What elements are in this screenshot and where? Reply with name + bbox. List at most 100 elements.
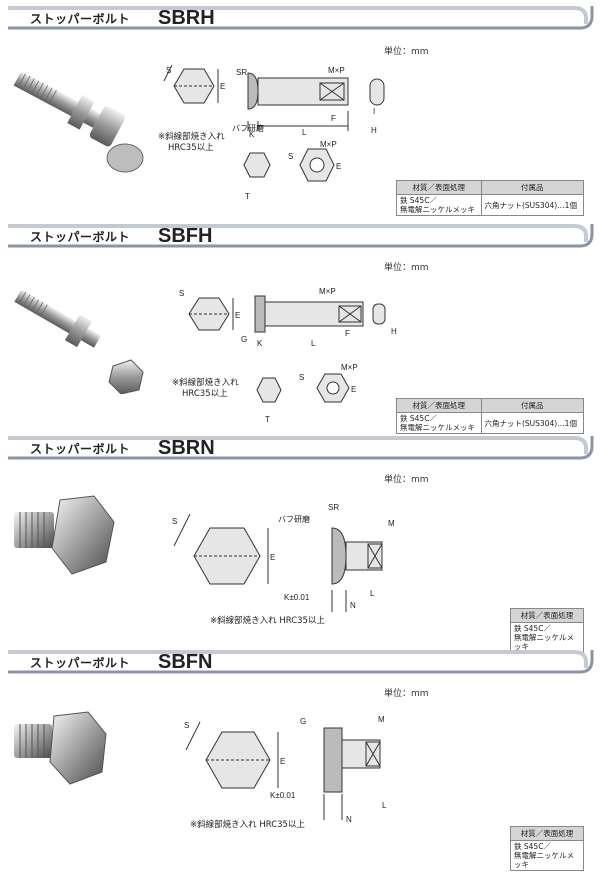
svg-text:S: S (166, 66, 171, 75)
hardening-note: ※斜線部焼き入れ HRC35以上 (172, 378, 239, 400)
svg-text:K: K (257, 339, 263, 348)
material-line-1: 鉄 S45C／ (514, 624, 551, 633)
header-title-jp: ストッパーボルト (30, 12, 131, 26)
svg-text:M: M (378, 715, 385, 724)
svg-text:SR: SR (328, 503, 339, 512)
header-title-jp: ストッパーボルト (30, 230, 131, 244)
header-code: SBRN (158, 437, 215, 459)
unit-label: 単位：mm (384, 47, 429, 57)
section-header: ストッパーボルト SBRH (8, 6, 594, 30)
svg-text:E: E (270, 553, 275, 562)
note-line-2: HRC35以上 (182, 389, 228, 399)
unit-label: 単位：mm (384, 689, 429, 699)
svg-text:E: E (280, 757, 285, 766)
section-sbfn: ストッパーボルト SBFN 単位：mm S E G M K±0.01 L N (0, 650, 600, 871)
table-cell-material: 鉄 S45C／ 無電解ニッケルメッキ (396, 412, 482, 434)
section-sbrn: ストッパーボルト SBRN 単位：mm S E バフ研磨 SR M K±0.01 (0, 436, 600, 653)
table-header-accessory: 付属品 (480, 180, 584, 195)
svg-text:S: S (288, 152, 293, 161)
header-code: SBRH (158, 7, 215, 29)
bolt-photo (14, 495, 115, 575)
svg-text:M×P: M×P (328, 66, 345, 75)
table-cell-material: 鉄 S45C／ 無電解ニッケルメッキ (510, 840, 584, 871)
svg-text:M×P: M×P (341, 363, 358, 372)
material-line-1: 鉄 S45C／ (514, 842, 551, 851)
technical-drawing: S E M×P G K L F H T S E M×P (179, 287, 397, 424)
svg-text:S: S (179, 289, 184, 298)
svg-text:L: L (370, 589, 375, 598)
bolt-photo (14, 289, 144, 394)
material-line-1: 鉄 S45C／ (400, 414, 437, 423)
table-cell-material: 鉄 S45C／ 無電解ニッケルメッキ (510, 622, 584, 653)
svg-text:K±0.01: K±0.01 (284, 593, 310, 602)
section-sbrh: ストッパーボルト SBRH 単位：mm S E (0, 6, 600, 216)
svg-text:M×P: M×P (320, 140, 337, 149)
svg-text:T: T (245, 192, 250, 201)
svg-text:S: S (299, 373, 304, 382)
svg-text:H: H (391, 327, 397, 336)
technical-drawing: S E バフ研磨 SR M K±0.01 L N (172, 503, 395, 612)
table-header-accessory: 付属品 (480, 398, 584, 413)
material-line-1: 鉄 S45C／ (400, 196, 437, 205)
svg-text:G: G (241, 335, 247, 344)
header-frame (8, 6, 594, 30)
svg-text:G: G (300, 717, 306, 726)
section-header: ストッパーボルト SBFH (8, 224, 594, 248)
svg-text:バフ研磨: バフ研磨 (232, 123, 264, 133)
svg-text:バフ研磨: バフ研磨 (278, 514, 310, 524)
technical-drawing: S E G M K±0.01 L N (184, 715, 387, 824)
spec-table: 材質／表面処理 鉄 S45C／ 無電解ニッケルメッキ (510, 608, 584, 653)
header-title-jp: ストッパーボルト (30, 656, 131, 670)
spec-table: 材質／表面処理 鉄 S45C／ 無電解ニッケルメッキ (510, 826, 584, 871)
section-sbfh: ストッパーボルト SBFH 単位：mm S E M×P G K (0, 224, 600, 434)
svg-text:K: K (249, 130, 255, 139)
technical-drawing: S E K L F SR M×P I H バフ研磨 T S E M×P (163, 64, 385, 201)
material-line-2: 無電解ニッケルメッキ (514, 633, 574, 651)
material-line-2: 無電解ニッケルメッキ (400, 205, 475, 214)
material-line-2: 無電解ニッケルメッキ (514, 851, 574, 869)
header-title-jp: ストッパーボルト (30, 442, 131, 456)
svg-text:L: L (382, 801, 387, 810)
header-frame (8, 436, 594, 460)
header-frame (8, 224, 594, 248)
svg-text:S: S (172, 517, 177, 526)
unit-label: 単位：mm (384, 475, 429, 485)
svg-text:E: E (235, 311, 240, 320)
hardening-note: ※斜線部焼き入れ HRC35以上 (158, 132, 225, 154)
svg-text:E: E (351, 385, 356, 394)
svg-text:SR: SR (236, 68, 247, 77)
svg-text:S: S (184, 721, 189, 730)
bolt-photo (13, 71, 144, 173)
hardening-note: ※斜線部焼き入れ HRC35以上 (210, 616, 325, 626)
svg-text:I: I (373, 107, 375, 116)
svg-text:T: T (265, 415, 270, 424)
table-cell-accessory: 六角ナット(SUS304)…1個 (480, 194, 584, 216)
svg-text:E: E (336, 162, 341, 171)
table-header-material: 材質／表面処理 (510, 826, 584, 841)
material-line-2: 無電解ニッケルメッキ (400, 423, 475, 432)
unit-label: 単位：mm (384, 263, 429, 273)
svg-text:F: F (331, 114, 336, 123)
hardening-note: ※斜線部焼き入れ HRC35以上 (190, 820, 305, 830)
table-cell-material: 鉄 S45C／ 無電解ニッケルメッキ (396, 194, 482, 216)
note-line-1: ※斜線部焼き入れ (158, 132, 225, 142)
table-header-material: 材質／表面処理 (510, 608, 584, 623)
svg-text:E: E (220, 82, 225, 91)
note-line-1: ※斜線部焼き入れ (172, 378, 239, 388)
spec-table: 材質／表面処理 付属品 鉄 S45C／ 無電解ニッケルメッキ 六角ナット(SUS… (396, 180, 584, 216)
note-line-2: HRC35以上 (168, 143, 214, 153)
svg-text:L: L (302, 128, 307, 137)
header-code: SBFN (158, 651, 213, 673)
svg-text:M×P: M×P (319, 287, 336, 296)
spec-table: 材質／表面処理 付属品 鉄 S45C／ 無電解ニッケルメッキ 六角ナット(SUS… (396, 398, 584, 434)
svg-text:F: F (345, 329, 350, 338)
header-frame (8, 650, 594, 674)
section-header: ストッパーボルト SBFN (8, 650, 594, 674)
table-header-material: 材質／表面処理 (396, 180, 482, 195)
svg-text:N: N (350, 601, 356, 610)
svg-text:N: N (346, 815, 352, 824)
section-header: ストッパーボルト SBRN (8, 436, 594, 460)
svg-text:H: H (371, 126, 377, 135)
table-header-material: 材質／表面処理 (396, 398, 482, 413)
svg-text:M: M (388, 519, 395, 528)
